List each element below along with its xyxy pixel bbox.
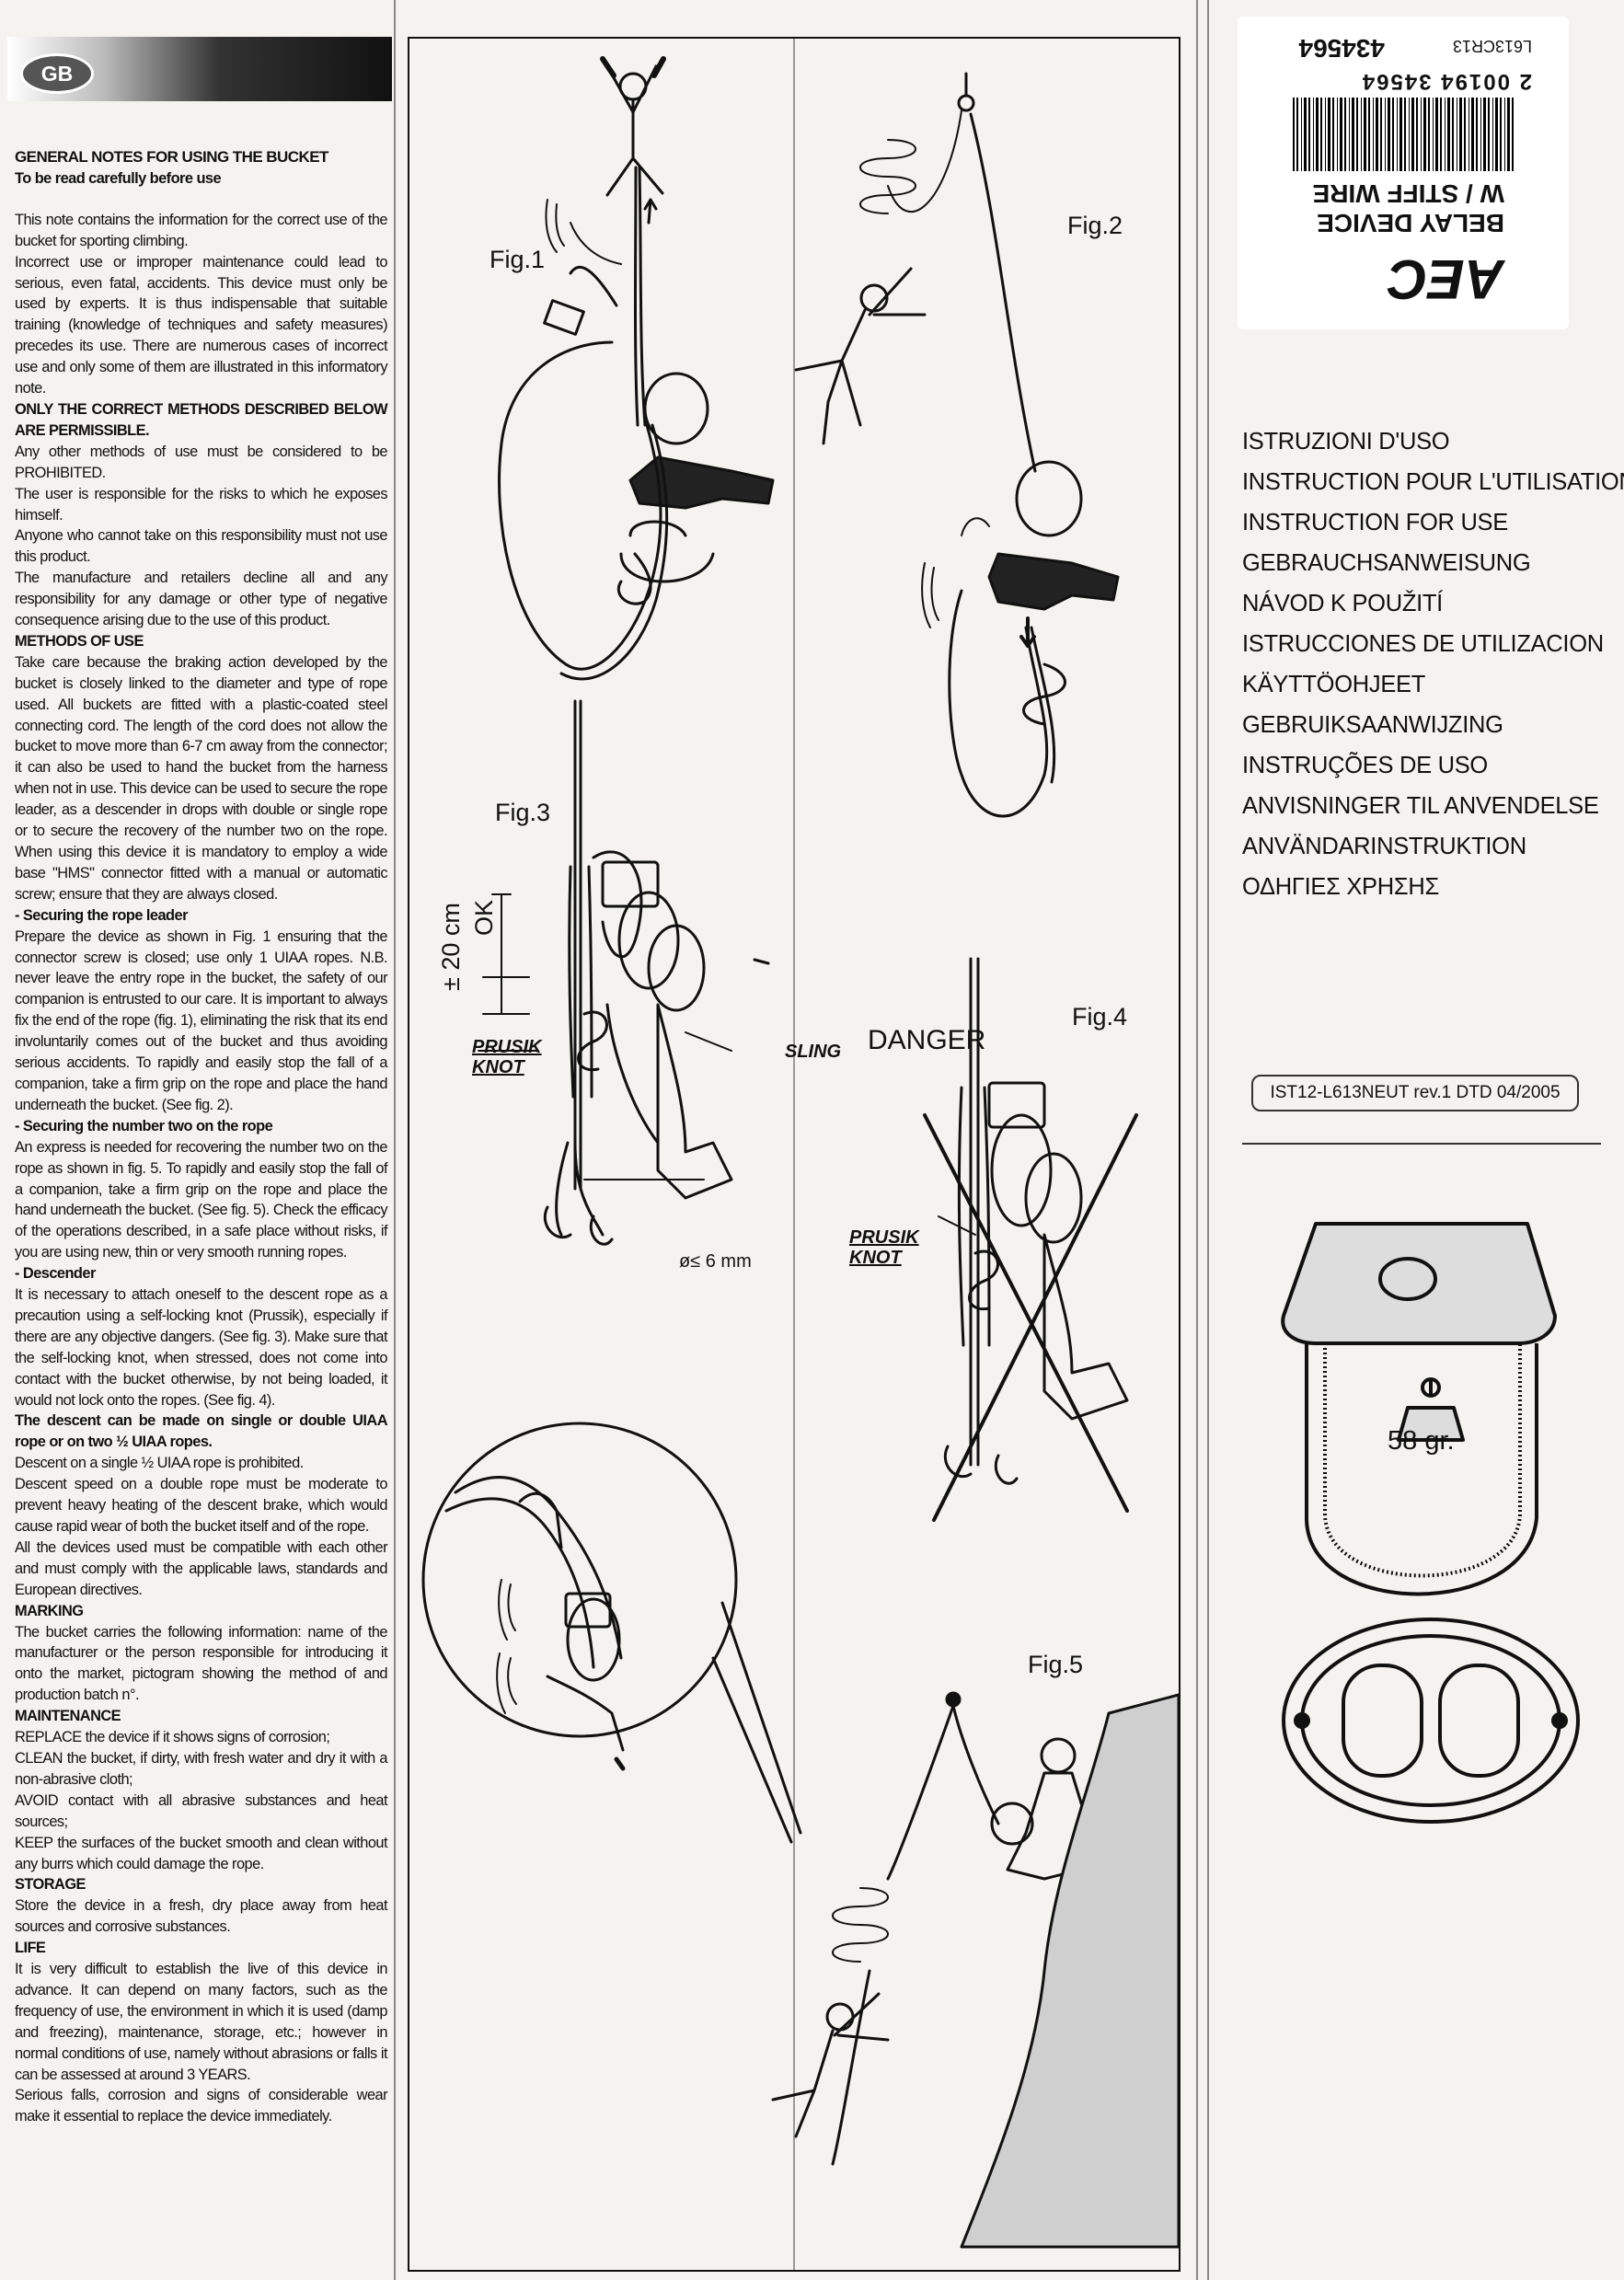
notes-heading: - Securing the number two on the rope [15, 1117, 273, 1134]
language-item: ANVÄNDARINSTRUKTION [1242, 834, 1526, 859]
notes-heading: - Securing the rope leader [15, 906, 188, 924]
language-item: ANVISNINGER TIL ANVENDELSE [1242, 793, 1599, 819]
product-name: BELAY DEVICE [1317, 209, 1504, 237]
notes-subtitle: To be read carefully before use [15, 169, 222, 187]
notes-paragraph: The manufacture and retailers decline al… [15, 570, 388, 629]
divider [1242, 1143, 1601, 1145]
language-item: KÄYTTÖOHJEET [1242, 672, 1426, 697]
document-reference: IST12-L613NEUT rev.1 DTD 04/2005 [1251, 1075, 1579, 1111]
notes-paragraph: Descent speed on a double rope must be m… [15, 1476, 388, 1535]
notes-column: GB GENERAL NOTES FOR USING THE BUCKET To… [0, 0, 394, 2280]
notes-paragraph: The bucket carries the following informa… [15, 1623, 388, 1704]
notes-paragraph: AVOID contact with all abrasive substanc… [15, 1791, 388, 1830]
language-item: ΟΔΗΓΙΕΣ ΧΡΗΣΗΣ [1242, 874, 1439, 900]
figure-2-drawing [794, 72, 1120, 818]
illustrations [421, 39, 1179, 2270]
weight-label: 58 gr. [1388, 1426, 1455, 1456]
figure-4-drawing [753, 957, 1138, 1522]
article-number: 434564 [1298, 34, 1385, 63]
knot-label-line: KNOT [849, 1248, 902, 1268]
notes-paragraph: CLEAN the bucket, if dirty, with fresh w… [15, 1749, 388, 1788]
device-drawings [1281, 1222, 1580, 1824]
figure-4-label: Fig.4 [1072, 1003, 1128, 1031]
notes-heading: METHODS OF USE [15, 632, 144, 650]
figure-5-label: Fig.5 [1028, 1651, 1084, 1678]
cover-column [1205, 0, 1624, 2280]
brand-logo: AEC [1388, 248, 1504, 310]
language-list: ISTRUZIONI D'USO INSTRUCTION POUR L'UTIL… [1242, 421, 1624, 907]
language-item: ISTRUCCIONES DE UTILIZACION [1242, 631, 1604, 657]
language-item: INSTRUCTION POUR L'UTILISATION [1242, 469, 1624, 495]
notes-paragraph: REPLACE the device if it shows signs of … [15, 1729, 330, 1746]
notes-heading: - Descender [15, 1265, 96, 1283]
fold-line [1196, 0, 1198, 2280]
notes-paragraph: Store the device in a fresh, dry place a… [15, 1897, 388, 1936]
figure-3-drawing [478, 699, 733, 1246]
notes-heading: MARKING [15, 1602, 84, 1619]
prusik-label-line: PRUSIK [472, 1037, 542, 1057]
notes-paragraph: It is very difficult to establish the li… [15, 1961, 388, 2083]
notes-heading: STORAGE [15, 1876, 86, 1894]
notes-heading: LIFE [15, 1940, 46, 1957]
danger-label: DANGER [868, 1025, 986, 1055]
product-code: L613CR13 [1452, 37, 1532, 55]
language-item: NÁVOD K POUŽITÍ [1242, 591, 1443, 616]
notes-paragraph: This note contains the information for t… [15, 211, 388, 249]
figure-2-label: Fig.2 [1067, 212, 1123, 239]
diameter-label: ø≤ 6 mm [679, 1251, 752, 1272]
fold-line [1207, 0, 1209, 2280]
notes-paragraph-bold: The descent can be made on single or dou… [15, 1412, 388, 1451]
barcode-number: 2 00194 34564 [1360, 69, 1532, 94]
notes-paragraph: Prepare the device as shown in Fig. 1 en… [15, 927, 388, 1113]
notes-paragraph: KEEP the surfaces of the bucket smooth a… [15, 1834, 388, 1872]
barcode [1293, 98, 1514, 171]
language-item: GEBRUIKSAANWIJZING [1242, 712, 1503, 738]
knot-label-line: KNOT [472, 1057, 524, 1077]
ok-label: OK [470, 899, 498, 936]
notes-paragraph: It is necessary to attach oneself to the… [15, 1286, 388, 1409]
prusik-label-line: PRUSIK [849, 1227, 919, 1248]
notes-heading: ONLY THE CORRECT METHODS DESCRIBED BELOW… [15, 400, 388, 439]
product-label: AEC BELAY DEVICE W / STIFF WIRE 2 00194 … [1238, 17, 1569, 329]
figure-5-detail-drawing [421, 1422, 802, 1844]
notes-paragraph: An express is needed for recovering the … [15, 1138, 388, 1261]
distance-label: ± 20 cm [437, 903, 465, 991]
language-item: INSTRUÇÕES DE USO [1242, 753, 1488, 778]
notes-paragraph: Anyone who cannot take on this responsib… [15, 527, 388, 566]
language-badge: GB [20, 53, 94, 94]
fold-line [394, 0, 396, 2280]
notes-paragraph: Any other methods of use must be conside… [15, 443, 388, 481]
figure-1-drawing [498, 56, 775, 681]
product-variant: W / STIFF WIRE [1312, 179, 1504, 208]
notes-paragraph: Take care because the braking action dev… [15, 653, 388, 903]
illustration-panel: Fig.1 Fig.2 Fig.3 Fig.4 Fig.5 DANGER PRU… [408, 37, 1181, 2272]
figure-1-label: Fig.1 [490, 246, 546, 273]
device-top-view [1282, 1618, 1580, 1824]
language-item: INSTRUCTION FOR USE [1242, 510, 1508, 535]
device-front-view [1281, 1222, 1557, 1596]
notes-paragraph: The user is responsible for the risks to… [15, 485, 388, 524]
notes-paragraph: All the devices used must be compatible … [15, 1538, 388, 1598]
figure-3-label: Fig.3 [495, 799, 551, 826]
figure-5-drawing [771, 1691, 1179, 2249]
notes-text: GENERAL NOTES FOR USING THE BUCKET To be… [15, 147, 388, 2127]
notes-paragraph: Serious falls, corrosion and signs of co… [15, 2087, 388, 2125]
notes-paragraph: Descent on a single ½ UIAA rope is prohi… [15, 1455, 304, 1472]
sling-label: SLING [785, 1042, 842, 1062]
notes-paragraph: Incorrect use or improper maintenance co… [15, 253, 388, 397]
notes-heading: MAINTENANCE [15, 1708, 121, 1725]
language-item: ISTRUZIONI D'USO [1242, 429, 1450, 455]
notes-title: GENERAL NOTES FOR USING THE BUCKET [15, 148, 328, 166]
language-item: GEBRAUCHSANWEISUNG [1242, 550, 1531, 576]
